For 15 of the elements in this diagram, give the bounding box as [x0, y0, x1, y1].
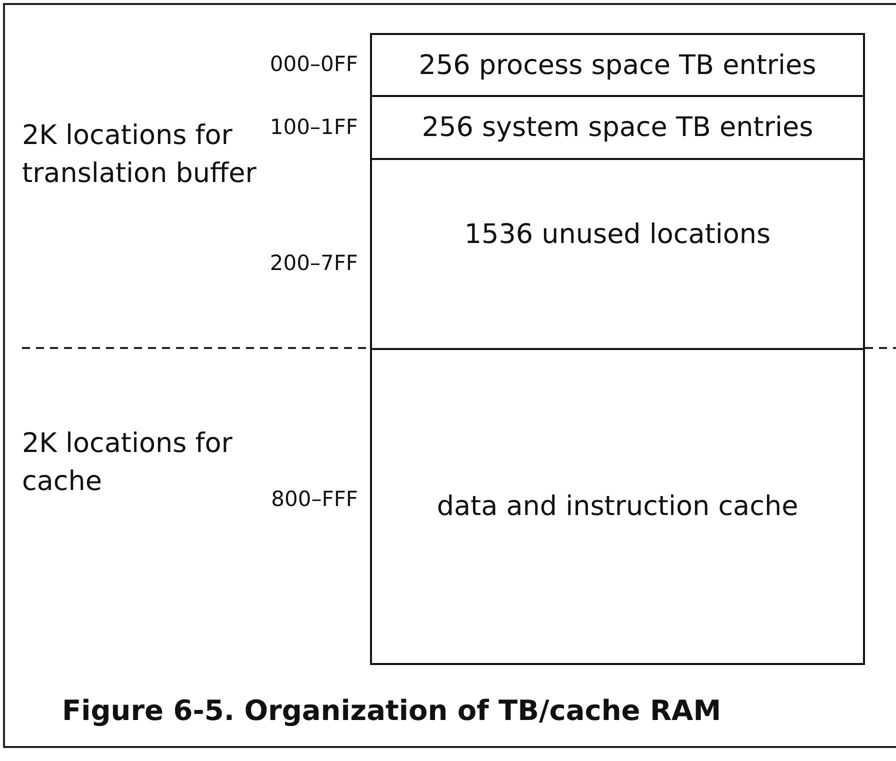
memory-region-box	[370, 95, 865, 160]
address-range: 200–7FF	[270, 251, 358, 275]
section-note: 2K locations for translation buffer	[22, 119, 258, 191]
address-range: 100–1FF	[270, 115, 358, 139]
figure-caption: Figure 6-5. Organization of TB/cache RAM	[62, 694, 722, 727]
region-label: 256 system space TB entries	[422, 112, 814, 143]
section-note: 2K locations for cache	[22, 427, 234, 499]
region-label: data and instruction cache	[436, 491, 798, 522]
memory-region-box	[370, 158, 865, 350]
memory-region-box	[370, 33, 865, 97]
region-label: 256 process space TB entries	[418, 50, 816, 80]
address-range: 800–FFF	[271, 487, 358, 511]
memory-region-box	[370, 348, 865, 665]
region-label: 1536 unused locations	[464, 218, 771, 250]
address-range: 000–0FF	[270, 52, 358, 76]
